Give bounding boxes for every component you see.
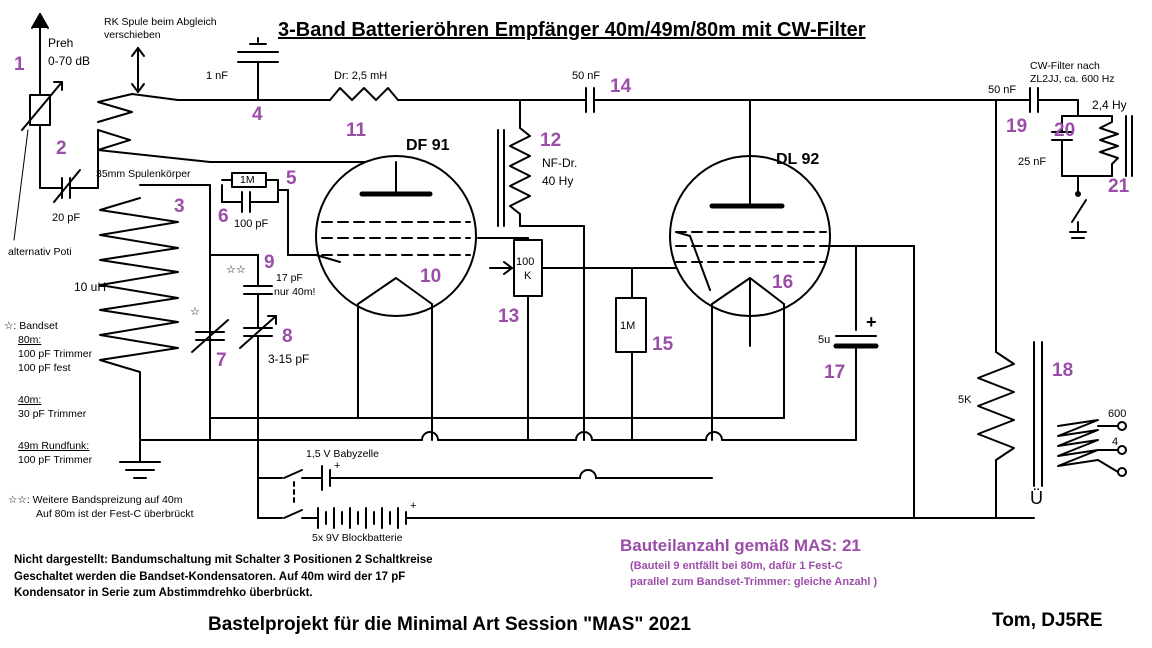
star-label: ☆ <box>190 306 200 318</box>
dl92-label: DL 92 <box>776 151 820 168</box>
c-17pf-label: 17 pF <box>276 272 303 284</box>
part-number-2: 2 <box>56 138 67 159</box>
stars-label: ☆☆ <box>226 264 246 276</box>
tuning-capacitors <box>191 254 277 441</box>
rk-coil-label: RK Spule beim Abgleich verschieben <box>104 16 217 41</box>
part-number-14: 14 <box>610 76 632 97</box>
cw-filter-label: CW-Filter nach ZL2JJ, ca. 600 Hz <box>1030 60 1115 85</box>
top-rf-line <box>177 37 1031 113</box>
capacitor-20pf <box>53 129 99 203</box>
part-number-20: 20 <box>1054 120 1076 141</box>
c-25nf-label: 25 nF <box>1018 156 1047 168</box>
part-number-16: 16 <box>772 272 794 293</box>
part-number-4: 4 <box>252 104 263 125</box>
c-50nf-cw-label: 50 nF <box>988 84 1017 96</box>
part-number-10: 10 <box>420 266 442 287</box>
af-choke-and-pot <box>477 99 603 441</box>
c-50nf-label: 50 nF <box>572 70 601 82</box>
battery-1-5v-plus: + <box>334 460 341 472</box>
output-4-label: 4 <box>1112 436 1119 448</box>
part-count-note-1: (Bauteil 9 entfällt bei 80m, dafür 1 Fes… <box>630 560 843 572</box>
only40-label: nur 40m! <box>274 286 316 298</box>
footer-author: Tom, DJ5RE <box>992 610 1103 631</box>
af-choke-label: NF-Dr. <box>542 156 578 170</box>
part-number-13: 13 <box>498 306 520 327</box>
part-number-19: 19 <box>1006 116 1028 137</box>
choke-label: Dr: 2,5 mH <box>334 70 388 82</box>
tube-dl92 <box>601 99 915 519</box>
battery-1-5v-label: 1,5 V Babyzelle <box>306 448 379 460</box>
coil-body-label: 35mm Spulenkörper <box>96 168 191 180</box>
part-number-9: 9 <box>264 252 275 273</box>
hidden-features-note: Nicht dargestellt: Bandumschaltung mit S… <box>14 554 433 600</box>
part-number-11: 11 <box>346 120 367 141</box>
part-number-17: 17 <box>824 362 846 383</box>
bandset-heading: ☆: Bandset <box>4 320 58 332</box>
part-count-heading: Bauteilanzahl gemäß MAS: 21 <box>620 536 861 555</box>
c-5u-label: 5u <box>818 334 831 346</box>
c-5u-plus: + <box>866 312 877 332</box>
part-number-12: 12 <box>540 130 562 151</box>
df91-label: DF 91 <box>406 137 450 154</box>
output-transformer <box>977 99 1127 519</box>
r-1m-b-label: 1M <box>620 320 636 332</box>
part-number-18: 18 <box>1052 360 1074 381</box>
c-3-15pf-label: 3-15 pF <box>268 352 310 366</box>
part-number-21: 21 <box>1108 176 1130 197</box>
footer-project: Bastelprojekt für die Minimal Art Sessio… <box>208 614 691 635</box>
preh-range-label: 0-70 dB <box>48 54 91 68</box>
part-count-note-2: parallel zum Bandset-Trimmer: gleiche An… <box>630 576 878 588</box>
band-49m-line1: 100 pF Trimmer <box>18 454 93 466</box>
spread-note-2: Auf 80m ist der Fest-C überbrückt <box>36 508 194 520</box>
battery-9v-plus: + <box>410 500 417 512</box>
antenna-input <box>13 13 63 241</box>
r-5k-label: 5K <box>958 394 972 406</box>
band-49m-heading: 49m Rundfunk: <box>18 440 90 452</box>
band-80m-line1: 100 pF Trimmer <box>18 348 93 360</box>
r-1m-label: 1M <box>240 174 255 186</box>
tube-df91 <box>315 155 477 441</box>
power-and-ground <box>119 417 1035 529</box>
transformer-label: Ü <box>1030 488 1043 508</box>
part-number-7: 7 <box>216 350 227 371</box>
capacitor-5u <box>833 245 879 441</box>
part-number-1: 1 <box>14 54 25 75</box>
l-10uh-label: 10 uH <box>74 280 107 294</box>
pot-unit-label: K <box>524 270 532 282</box>
band-80m-line2: 100 pF fest <box>18 362 71 374</box>
c-20pf-label: 20 pF <box>52 212 81 224</box>
af-choke-value: 40 Hy <box>542 174 574 188</box>
alt-poti-label: alternativ Poti <box>8 246 72 258</box>
part-number-5: 5 <box>286 168 297 189</box>
main-coil-10uh <box>99 184 211 441</box>
cw-filter <box>1029 87 1133 239</box>
preh-label: Preh <box>48 36 74 50</box>
part-number-15: 15 <box>652 334 674 355</box>
battery-9v-label: 5x 9V Blockbatterie <box>312 532 403 544</box>
band-40m-heading: 40m: <box>18 394 42 406</box>
l-2-4hy-label: 2,4 Hy <box>1092 98 1127 112</box>
pot-value-label: 100 <box>516 256 535 268</box>
spread-note-1: ☆☆: Weitere Bandspreizung auf 40m <box>8 494 183 506</box>
rk-coil <box>97 47 397 169</box>
part-number-8: 8 <box>282 326 293 347</box>
c-1nf-label: 1 nF <box>206 70 229 82</box>
part-number-6: 6 <box>218 206 229 227</box>
page-title: 3-Band Batterieröhren Empfänger 40m/49m/… <box>278 19 866 41</box>
c-100pf-label: 100 pF <box>234 218 269 230</box>
output-600-label: 600 <box>1108 408 1127 420</box>
band-80m-heading: 80m: <box>18 334 42 346</box>
band-40m-line1: 30 pF Trimmer <box>18 408 87 420</box>
part-number-3: 3 <box>174 196 185 217</box>
